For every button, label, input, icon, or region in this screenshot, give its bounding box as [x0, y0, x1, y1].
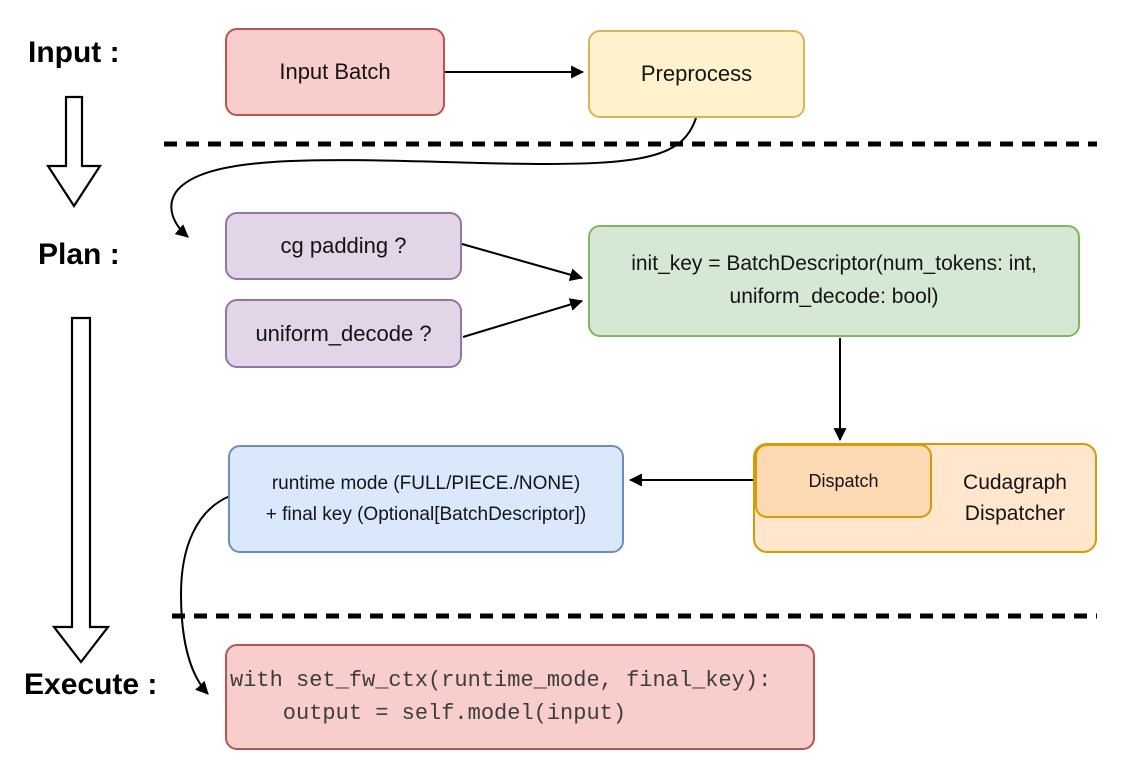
node-execute-code: with set_fw_ctx(runtime_mode, final_key)…	[225, 644, 815, 750]
node-cudagraph-dispatcher-line1: Cudagraph	[963, 470, 1067, 494]
node-runtime-result-line2: + final key (Optional[BatchDescriptor])	[265, 504, 587, 525]
stage-arrow-plan-to-execute	[51, 316, 111, 664]
node-preprocess: Preprocess	[588, 30, 805, 118]
arrow-uniform-decode-to-init-key	[462, 298, 584, 338]
arrow-cg-padding-to-init-key	[461, 243, 584, 282]
node-init-key-line1: init_key = BatchDescriptor(num_tokens: i…	[631, 252, 1037, 276]
node-cg-padding: cg padding ?	[225, 212, 462, 280]
stage-label-execute: Execute :	[24, 668, 158, 701]
arrow-runtime-result-to-execute-code	[179, 495, 231, 695]
node-cudagraph-dispatcher-line2: Dispatcher	[964, 502, 1066, 525]
node-cg-padding-label: cg padding ?	[280, 233, 407, 258]
execute-code-line2: output = self.model(input)	[230, 701, 627, 726]
node-dispatch-label: Dispatch	[808, 470, 879, 491]
node-input-batch: Input Batch	[225, 28, 445, 116]
node-cudagraph-dispatcher-label: Cudagraph Dispatcher	[935, 445, 1095, 551]
node-runtime-result-line1: runtime mode (FULL/PIECE./NONE)	[271, 472, 581, 494]
node-init-key: init_key = BatchDescriptor(num_tokens: i…	[588, 225, 1080, 337]
node-uniform-decode-label: uniform_decode ?	[255, 320, 432, 346]
stage-label-plan: Plan :	[38, 238, 120, 271]
arrow-preprocess-to-cg-padding	[170, 117, 697, 238]
stage-arrow-input-to-plan	[45, 95, 103, 209]
execute-code-line1: with set_fw_ctx(runtime_mode, final_key)…	[230, 668, 772, 693]
node-preprocess-label: Preprocess	[640, 61, 753, 86]
node-uniform-decode: uniform_decode ?	[225, 299, 462, 368]
node-dispatch: Dispatch	[755, 444, 932, 518]
node-input-batch-label: Input Batch	[279, 59, 391, 84]
stage-label-input: Input :	[28, 36, 120, 69]
node-runtime-result: runtime mode (FULL/PIECE./NONE) + final …	[228, 445, 624, 553]
node-init-key-line2: uniform_decode: bool)	[729, 285, 939, 308]
